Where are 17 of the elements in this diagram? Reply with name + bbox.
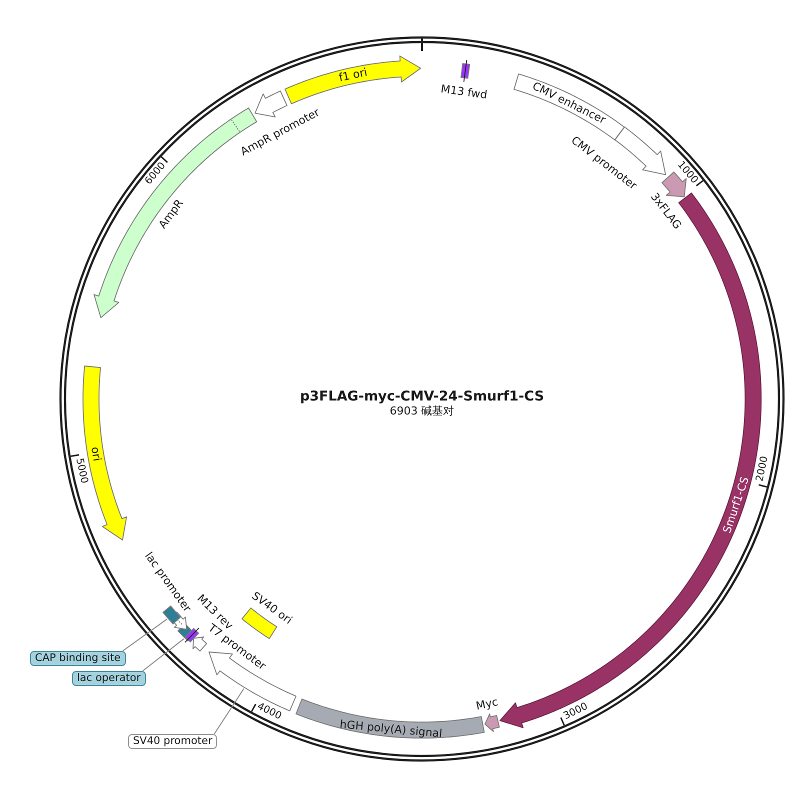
size-label: 6903 碱基对 bbox=[390, 406, 454, 416]
feature-label: f1 ori bbox=[338, 66, 368, 84]
feature-label: ori bbox=[88, 446, 102, 462]
leader-line bbox=[122, 618, 168, 652]
tick-label: 4000 bbox=[256, 702, 284, 722]
feature-label: Myc bbox=[474, 696, 499, 712]
map-title: p3FLAG-myc-CMV-24-Smurf1-CS bbox=[300, 390, 544, 404]
feature-label: M13 fwd bbox=[440, 83, 488, 100]
leader-line bbox=[142, 638, 184, 672]
tick-label: 5000 bbox=[73, 457, 88, 484]
feature-label: hGH poly(A) signal bbox=[340, 718, 444, 739]
callout-box: CAP binding site bbox=[30, 651, 126, 666]
callout-box: SV40 promoter bbox=[128, 734, 218, 749]
callout-box: lac operator bbox=[72, 671, 146, 686]
tick-label: 2000 bbox=[756, 456, 771, 483]
leader-line bbox=[214, 688, 244, 734]
tick-label: 3000 bbox=[562, 702, 590, 722]
